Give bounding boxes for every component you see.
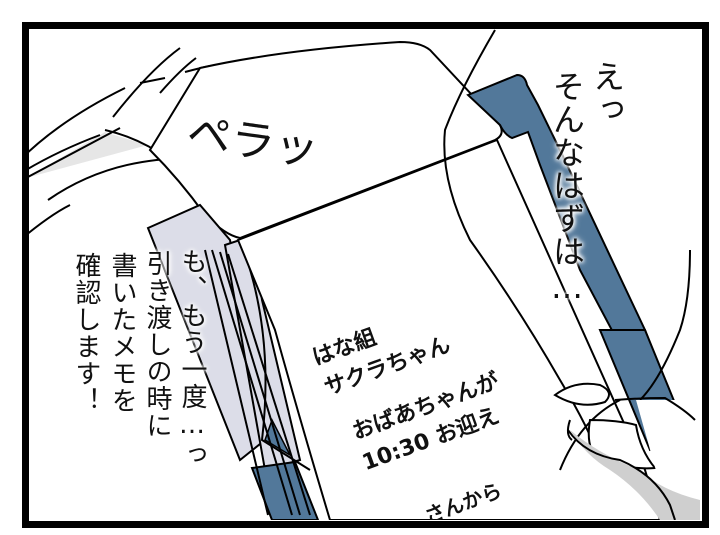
dialogue-left-line-3: 書いたメモを (107, 252, 137, 414)
margin-bottom (0, 520, 720, 535)
margin-top (0, 0, 720, 22)
margin-right (702, 0, 720, 535)
sleeve-shade (26, 132, 148, 178)
margin-left (0, 0, 22, 535)
dialogue-left-line-1: も、もう一度…っ (177, 248, 207, 468)
dialogue-left-line-4: 確認します！ (71, 252, 101, 414)
dialogue-right-line-2: そんなはずは… (548, 70, 586, 307)
dialogue-left-line-2: 引き渡しの時に (142, 250, 172, 439)
dialogue-right-line-1: えっ (588, 60, 626, 126)
